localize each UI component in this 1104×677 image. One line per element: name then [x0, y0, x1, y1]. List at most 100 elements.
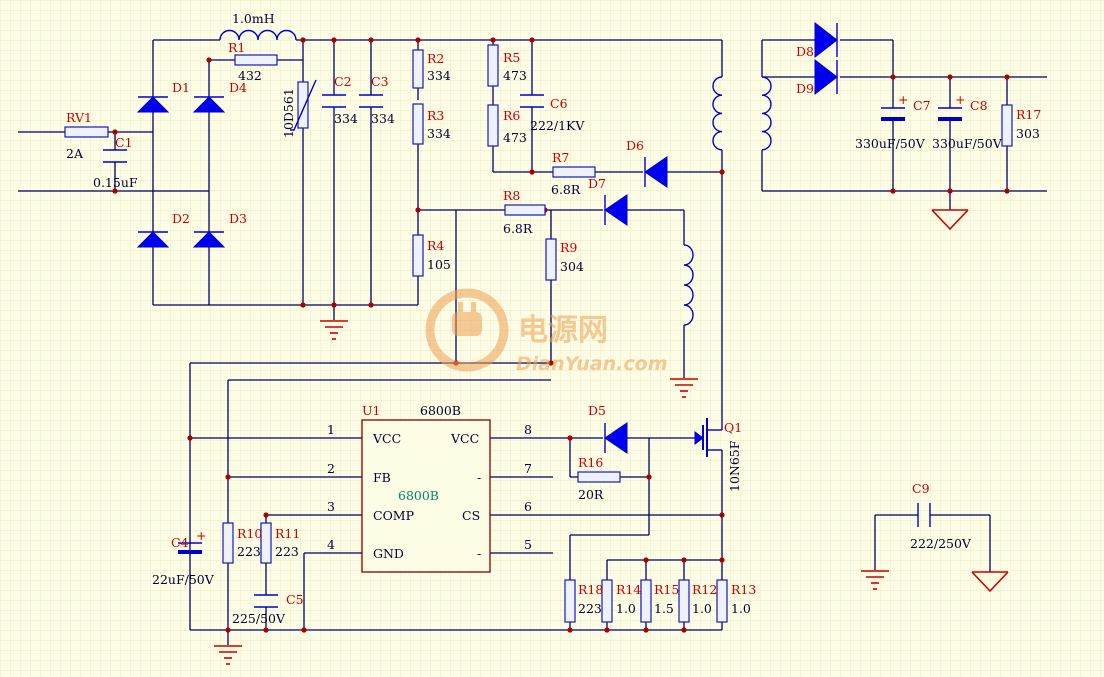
- q1-ref: Q1: [724, 420, 742, 435]
- ground-output-c9-icon: [971, 571, 1009, 593]
- r11-value: 223: [275, 544, 299, 559]
- pin8-number: 8: [524, 422, 532, 437]
- r3-resistor: [412, 103, 424, 145]
- r1-value: 432: [238, 68, 262, 83]
- r6-ref: R6: [503, 108, 520, 123]
- c3-capacitor: [359, 94, 383, 108]
- r13-resistor: [716, 579, 728, 623]
- c6-capacitor: [520, 94, 544, 108]
- c1-ref: C1: [115, 135, 133, 150]
- r18-ref: R18: [578, 582, 603, 597]
- r6-resistor: [487, 104, 499, 147]
- svg-text:+: +: [955, 92, 965, 107]
- rv1-ref: RV1: [66, 110, 92, 125]
- ground-ic-icon: [214, 645, 242, 665]
- pin8-name: VCC: [450, 431, 479, 446]
- r8-resistor: [504, 204, 546, 216]
- r1-ref: R1: [228, 40, 245, 55]
- d6-ref: D6: [626, 138, 644, 153]
- c4-value: 22uF/50V: [152, 572, 215, 587]
- aux-winding: [683, 244, 694, 326]
- r11-resistor: [260, 522, 272, 564]
- r15-resistor: [640, 579, 652, 623]
- r5-resistor: [487, 44, 499, 87]
- junction-dots: [112, 37, 1010, 633]
- d9-diode: [814, 58, 838, 96]
- r10-ref: R10: [237, 526, 262, 541]
- r4-resistor: [412, 234, 424, 277]
- pin1-number: 1: [327, 422, 335, 437]
- d9-ref: D9: [796, 81, 814, 96]
- dianyuan-watermark: 电源网 DianYuan.com: [425, 288, 668, 375]
- d4-diode: [192, 96, 226, 113]
- c6-ref: C6: [550, 96, 568, 111]
- d7-diode: [604, 194, 628, 226]
- r8-ref: R8: [503, 188, 520, 203]
- q1-mosfet: [694, 418, 722, 457]
- r12-ref: R12: [692, 582, 717, 597]
- r12-resistor: [678, 579, 690, 623]
- r15-value: 1.5: [654, 601, 674, 616]
- inductor-value: 1.0mH: [232, 11, 275, 26]
- svg-text:+: +: [196, 528, 206, 543]
- pin3-number: 3: [327, 499, 335, 514]
- c1-capacitor: [103, 149, 127, 163]
- c7-capacitor: +: [881, 92, 908, 121]
- pin5-number: 5: [524, 537, 532, 552]
- d8-diode: [814, 21, 838, 59]
- c8-ref: C8: [970, 98, 988, 113]
- r4-ref: R4: [427, 238, 444, 253]
- c3-ref: C3: [371, 74, 389, 89]
- pin3-name: COMP: [373, 508, 414, 523]
- u1-comment: 6800B: [398, 488, 439, 503]
- c9-capacitor: [917, 503, 931, 527]
- c2-ref: C2: [334, 74, 352, 89]
- r16-value: 20R: [578, 487, 604, 502]
- d3-ref: D3: [229, 211, 247, 226]
- q1-part: 10N65F: [727, 440, 742, 492]
- c9-ref: C9: [912, 481, 930, 496]
- d2-ref: D2: [172, 211, 190, 226]
- d4-ref: D4: [229, 80, 247, 95]
- r13-ref: R13: [731, 582, 756, 597]
- r2-ref: R2: [427, 51, 444, 66]
- r2-value: 334: [427, 68, 451, 83]
- d8-ref: D8: [796, 44, 814, 59]
- d7-ref: D7: [588, 176, 606, 191]
- primary-winding: [712, 76, 723, 151]
- plug-logo-icon: [425, 288, 509, 372]
- u1-ref: U1: [362, 403, 381, 418]
- d1-ref: D1: [172, 80, 190, 95]
- inductor-1mh: [219, 29, 297, 41]
- r8-value: 6.8R: [503, 221, 533, 236]
- r17-resistor: [1001, 104, 1013, 147]
- c4-capacitor: +: [178, 528, 206, 554]
- ground-primary-icon: [320, 320, 348, 340]
- r14-resistor: [601, 579, 613, 623]
- secondary-winding: [761, 76, 772, 151]
- pin4-name: GND: [373, 546, 404, 561]
- d6-diode: [644, 156, 668, 188]
- r3-value: 334: [427, 126, 451, 141]
- rv1-value: 2A: [66, 146, 84, 161]
- c9-value: 222/250V: [910, 536, 972, 551]
- r14-ref: R14: [616, 582, 641, 597]
- pin6-number: 6: [524, 499, 532, 514]
- c4-ref: C4: [171, 535, 189, 550]
- c7-value: 330uF/50V: [855, 136, 926, 151]
- r17-ref: R17: [1016, 107, 1041, 122]
- c5-value: 225/50V: [232, 611, 286, 626]
- r9-resistor: [545, 238, 557, 281]
- ntc-value: 10D561: [281, 88, 296, 138]
- r1-resistor: [234, 54, 278, 66]
- ntc-thermistor: [290, 79, 317, 131]
- r3-ref: R3: [427, 108, 444, 123]
- d1-diode: [136, 96, 170, 113]
- r16-resistor: [577, 471, 621, 483]
- r7-resistor: [552, 166, 596, 178]
- r7-value: 6.8R: [551, 182, 581, 197]
- d2-diode: [136, 231, 170, 248]
- u1-ic: [361, 419, 491, 573]
